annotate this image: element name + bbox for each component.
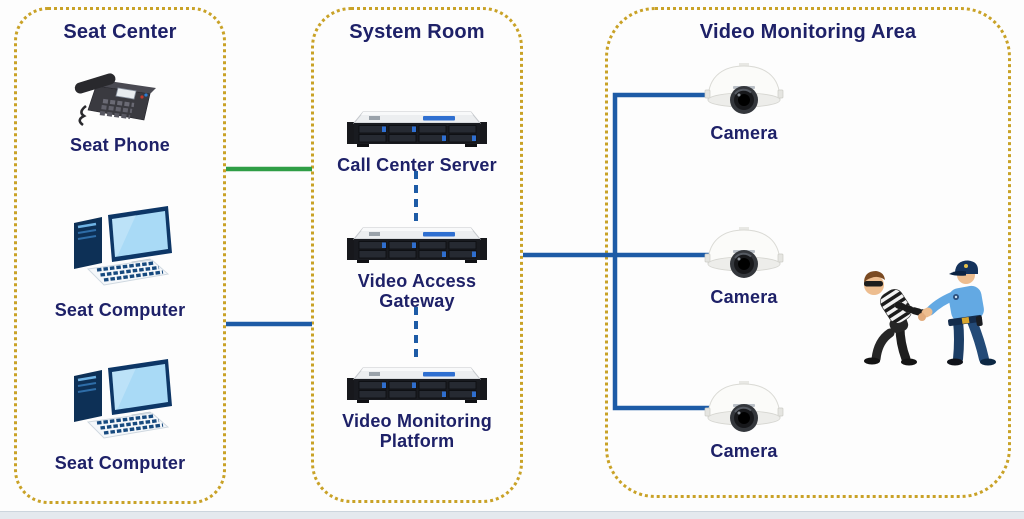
system-room-box: System Room [311,7,523,503]
node-label: Seat Phone [69,135,171,155]
node-label: Camera [710,441,778,461]
seat-center-box: Seat Center [14,7,226,504]
node-label: Seat Computer [54,453,186,473]
police-arrest-icon [864,260,996,366]
rack-server-icon [347,227,487,263]
node-camera-2: Camera [664,226,824,307]
node-call-center-server: Call Center Server [311,108,523,175]
node-label: Camera [710,123,778,143]
node-seat-computer-2: Seat Computer [14,356,226,473]
node-video-monitoring-platform: Video Monitoring Platform [311,364,523,451]
video-monitoring-area-box: Video Monitoring Area [605,7,1011,498]
desktop-computer-icon [74,206,172,286]
bottom-edge-bar [0,511,1024,519]
desk-phone-icon [74,73,156,127]
dome-camera-icon [704,227,784,278]
seat-center-title: Seat Center [63,21,177,43]
node-label: Camera [710,287,778,307]
node-label: Call Center Server [337,155,497,175]
rack-server-icon [347,111,487,147]
node-label: Video Monitoring Platform [342,411,492,452]
dome-camera-icon [704,381,784,432]
rack-server-icon [347,367,487,403]
video-monitoring-area-title: Video Monitoring Area [699,21,917,43]
dome-camera-icon [704,63,784,114]
system-room-title: System Room [349,21,485,43]
node-seat-computer-1: Seat Computer [14,203,226,320]
node-camera-1: Camera [664,62,824,143]
node-video-access-gateway: Video Access Gateway [311,224,523,311]
node-seat-phone: Seat Phone [14,64,226,155]
desktop-computer-icon [74,359,172,439]
police-arrest-illustration [842,255,1004,369]
node-label: Video Access Gateway [357,271,477,312]
node-camera-3: Camera [664,380,824,461]
node-label: Seat Computer [54,300,186,320]
